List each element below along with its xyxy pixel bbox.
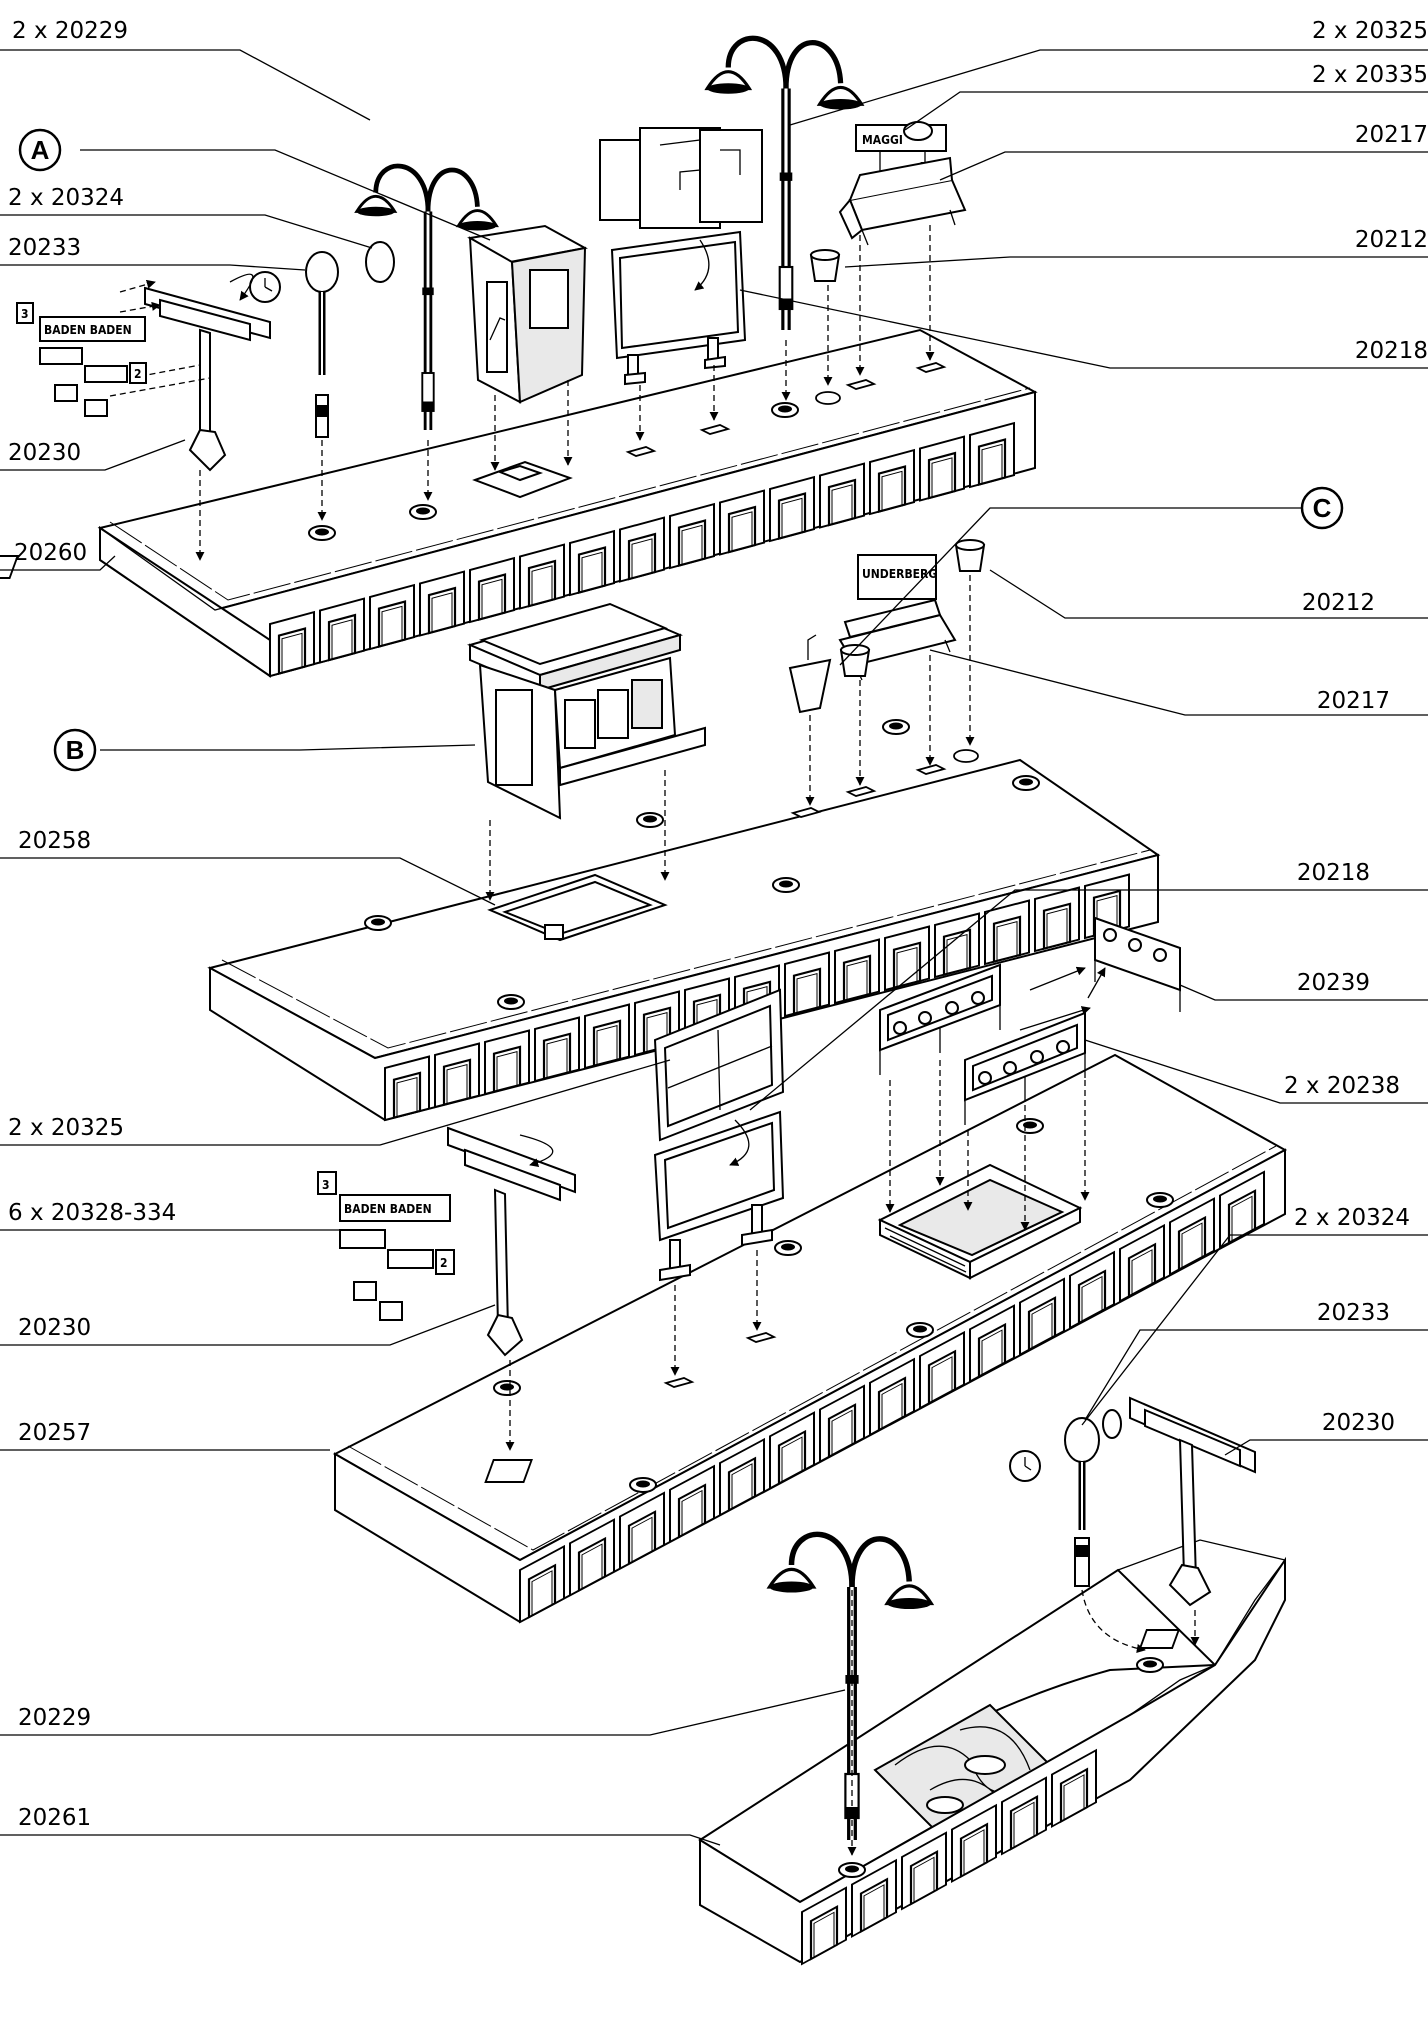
bin-mid bbox=[955, 539, 985, 572]
callout-b: B bbox=[53, 728, 97, 772]
callout-b-letter: B bbox=[66, 735, 85, 765]
label-20258: 20258 bbox=[18, 828, 91, 854]
label-20239: 20239 bbox=[1297, 970, 1370, 996]
callout-c-letter: C bbox=[1313, 493, 1332, 523]
callout-a: A bbox=[18, 128, 62, 172]
clock-20233-low bbox=[1009, 1409, 1122, 1587]
label-20324-top: 2 x 20324 bbox=[8, 185, 124, 211]
leader-lines bbox=[0, 49, 1428, 1846]
label-20230-top: 20230 bbox=[8, 440, 81, 466]
label-20233-top: 20233 bbox=[8, 235, 81, 261]
label-20230-mid: 20230 bbox=[18, 1315, 91, 1341]
label-20233-low: 20233 bbox=[1317, 1300, 1390, 1326]
station-sign-20230-low bbox=[1129, 1396, 1256, 1607]
bench-maggi: MAGGI bbox=[838, 121, 967, 246]
railing-20239 bbox=[1094, 916, 1181, 1012]
label-20229-low: 20229 bbox=[18, 1705, 91, 1731]
bin-top bbox=[810, 249, 840, 282]
label-20212-top: 20212 bbox=[1355, 227, 1428, 253]
fountain bbox=[788, 634, 832, 714]
sign-set-mid: 3 BADEN BADEN 2 bbox=[317, 1171, 455, 1321]
label-20217-top: 20217 bbox=[1355, 122, 1428, 148]
label-20218-mid: 20218 bbox=[1297, 860, 1370, 886]
label-20325-mid: 2 x 20325 bbox=[8, 1115, 124, 1141]
railing-20238-right bbox=[964, 1011, 1086, 1125]
label-20325-top: 2 x 20325 bbox=[1312, 18, 1428, 44]
label-20229-top: 2 x 20229 bbox=[12, 18, 128, 44]
label-20257: 20257 bbox=[18, 1420, 91, 1446]
label-20335: 2 x 20335 bbox=[1312, 62, 1428, 88]
maggi-sign-text: MAGGI bbox=[862, 133, 903, 147]
platform-20257 bbox=[332, 1053, 1288, 1624]
callout-a-letter: A bbox=[31, 135, 50, 165]
bench-underberg: UNDERBERG bbox=[838, 554, 957, 681]
baden-baden-sign-mid: BADEN BADEN bbox=[344, 1202, 432, 1216]
clock-20233-top bbox=[249, 241, 395, 438]
callout-c: C bbox=[1300, 486, 1344, 530]
station-sign-20230-mid bbox=[447, 1126, 576, 1357]
track-number-3-mid: 3 bbox=[322, 1178, 330, 1192]
label-20328-334: 6 x 20328-334 bbox=[8, 1200, 176, 1226]
track-number-2-top: 2 bbox=[134, 367, 142, 381]
label-20261: 20261 bbox=[18, 1805, 91, 1831]
label-20217-mid: 20217 bbox=[1317, 688, 1390, 714]
label-20230-low: 20230 bbox=[1322, 1410, 1395, 1436]
track-number-3-top: 3 bbox=[21, 307, 29, 321]
timetable-board-lower bbox=[653, 988, 785, 1282]
assembly-arrows bbox=[195, 225, 1200, 1856]
timetable-board bbox=[599, 127, 763, 386]
label-20260: 20260 bbox=[14, 540, 87, 566]
platform-20260 bbox=[0, 328, 1038, 678]
underberg-sign-text: UNDERBERG bbox=[862, 567, 937, 581]
station-sign-20230-top bbox=[109, 273, 271, 472]
label-20218-top: 20218 bbox=[1355, 338, 1428, 364]
baden-baden-sign-top: BADEN BADEN bbox=[44, 323, 132, 337]
kiosk-b bbox=[467, 602, 706, 820]
platform-20258 bbox=[207, 719, 1161, 1122]
label-20212-mid: 20212 bbox=[1302, 590, 1375, 616]
railing-20238-left bbox=[879, 963, 1001, 1075]
sign-set-top: 3 BADEN BADEN 2 bbox=[16, 302, 147, 417]
part-labels: 2 x 20229 2 x 20325 2 x 20335 20217 2 x … bbox=[8, 18, 1428, 1831]
track-number-2-mid: 2 bbox=[440, 1256, 448, 1270]
platform-20261 bbox=[698, 1539, 1287, 1966]
phone-booth bbox=[467, 224, 588, 404]
label-20324-low: 2 x 20324 bbox=[1294, 1205, 1410, 1231]
label-20238: 2 x 20238 bbox=[1284, 1073, 1400, 1099]
